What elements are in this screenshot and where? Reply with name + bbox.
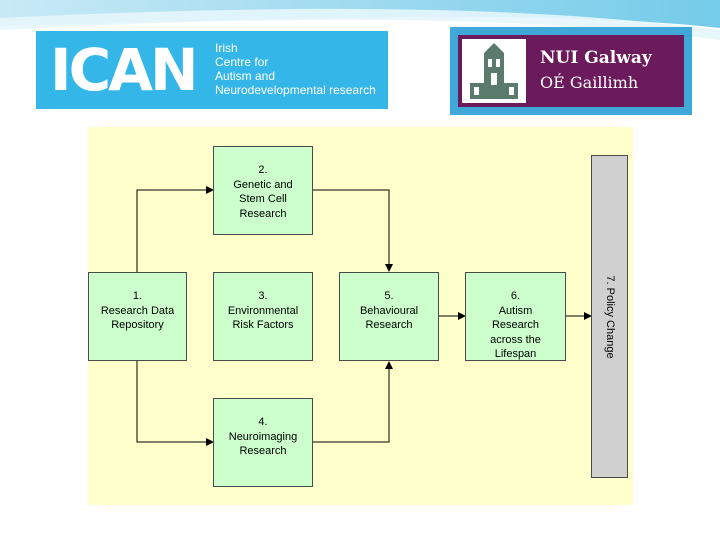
ican-wordmark: ICAN — [50, 36, 199, 104]
box-line: Repository — [111, 319, 164, 331]
ican-tagline: Irish Centre for Autism and Neurodevelop… — [215, 41, 376, 97]
box-line: Research Data — [100, 304, 175, 317]
box-line: 1. — [132, 290, 143, 302]
tower-icon — [462, 39, 526, 103]
box-line: Neuroimaging — [228, 430, 298, 443]
box-line: 6. — [510, 290, 521, 302]
box-line: across the — [490, 333, 541, 346]
policy-change-label: 7. Policy Change — [603, 274, 616, 359]
box-environmental-risk-factors: 3. Environmental Risk Factors — [213, 272, 313, 361]
box-line: 4. — [258, 416, 268, 428]
box-neuroimaging-research: 4. Neuroimaging Research — [213, 398, 313, 487]
nui-logo-panel: NUI Galway OÉ Gaillimh — [458, 35, 684, 107]
nui-name-english: NUI Galway — [540, 48, 652, 68]
box-line: 2. — [258, 164, 268, 176]
ican-tagline-line: Neurodevelopmental research — [215, 83, 376, 97]
box-research-data-repository: 1. Research Data Repository — [88, 272, 187, 361]
ican-tagline-line: Autism and — [215, 69, 276, 83]
box-line: 3. — [258, 290, 268, 302]
box-line: Research — [365, 319, 413, 331]
ican-tagline-line: Irish — [215, 41, 238, 55]
box-behavioural-research: 5. Behavioural Research — [339, 272, 439, 361]
box-line: 5. — [384, 290, 394, 302]
nui-galway-logo: NUI Galway OÉ Gaillimh — [450, 27, 692, 115]
box-line: Research — [491, 319, 540, 331]
nui-name-irish: OÉ Gaillimh — [540, 73, 639, 92]
box-line: Lifespan — [494, 348, 537, 360]
ican-logo: ICAN Irish Centre for Autism and Neurode… — [36, 31, 388, 109]
box-line: Autism — [498, 304, 533, 317]
box-line: Stem Cell — [239, 193, 287, 205]
box-line: Behavioural — [359, 304, 419, 317]
box-policy-change: 7. Policy Change — [591, 155, 628, 478]
ican-tagline-line: Centre for — [215, 55, 269, 69]
box-autism-research-lifespan: 6. Autism Research across the Lifespan — [465, 272, 566, 361]
box-line: Research — [239, 207, 287, 220]
box-line: Research — [239, 445, 287, 457]
box-line: Risk Factors — [232, 319, 294, 331]
box-line: Genetic and — [233, 178, 293, 191]
box-line: Environmental — [227, 304, 299, 317]
box-genetic-stem-cell-research: 2. Genetic and Stem Cell Research — [213, 146, 313, 235]
